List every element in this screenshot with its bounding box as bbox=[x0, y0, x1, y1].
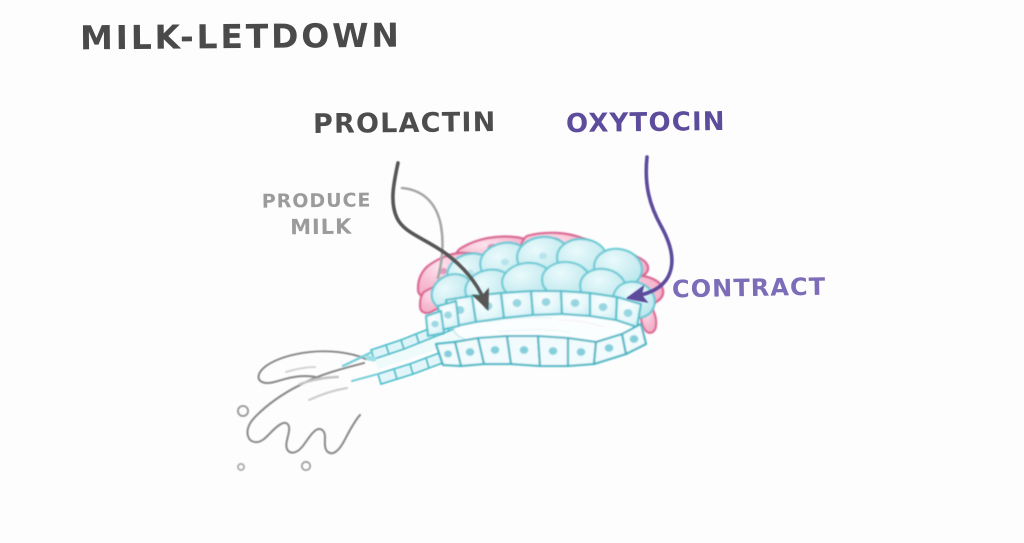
milk-droplet bbox=[300, 460, 312, 472]
prolactin-arrow bbox=[391, 161, 489, 311]
label-oxytocin: OXYTOCIN bbox=[565, 106, 726, 140]
oxytocin-arrow bbox=[625, 155, 674, 303]
cell-nuclei bbox=[444, 335, 639, 358]
produce-milk-pointer bbox=[400, 186, 444, 280]
milk-spray bbox=[236, 350, 368, 472]
page-title: MILK-LETDOWN bbox=[79, 15, 402, 58]
label-produce-milk-line1: PRODUCE bbox=[261, 189, 372, 213]
label-produce-milk-line2: MILK bbox=[290, 214, 353, 240]
label-contract: CONTRACT bbox=[671, 272, 827, 304]
label-prolactin: PROLACTIN bbox=[312, 107, 497, 140]
milk-droplet bbox=[236, 404, 250, 418]
milk-droplet bbox=[237, 463, 245, 471]
